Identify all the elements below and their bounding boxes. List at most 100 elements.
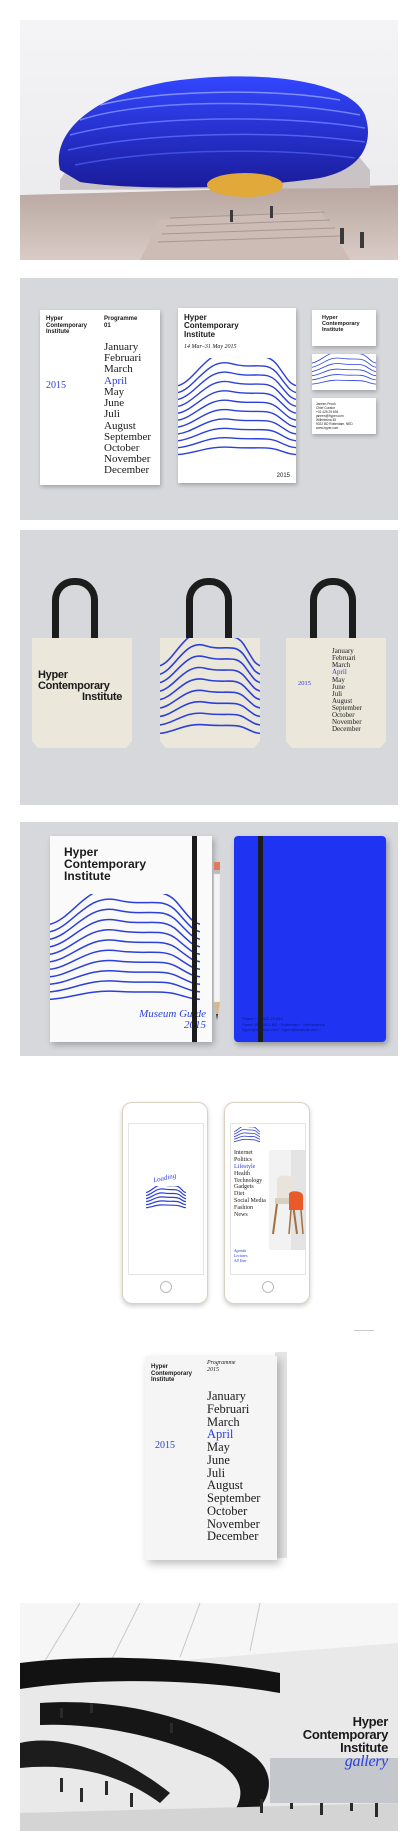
month-item: June	[207, 1452, 230, 1467]
wave-line	[50, 949, 200, 971]
month-item: September	[332, 704, 362, 712]
wave-line	[234, 1127, 260, 1132]
poster-programme: Programme 01	[104, 316, 138, 329]
wave-line	[311, 374, 377, 381]
tablet-menu-item: Health	[234, 1170, 250, 1177]
gallery-signage: Hyper Contemporary Institute gallery	[302, 1714, 389, 1770]
home-button[interactable]	[160, 1281, 172, 1293]
wave-line	[178, 399, 296, 421]
business-card-front: Hyper Contemporary Institute	[312, 310, 376, 346]
wave-line	[160, 689, 260, 709]
month-item: April	[207, 1427, 234, 1442]
tote-wave-graphic	[160, 638, 260, 735]
chair-photo	[269, 1150, 305, 1250]
month-item: Februari	[332, 654, 356, 663]
month-item: April	[332, 668, 347, 677]
month-item: January	[104, 341, 139, 353]
business-card-pattern	[311, 352, 377, 390]
wave-line	[50, 959, 200, 978]
card-wave-graphic	[311, 352, 377, 385]
gallery-photo-panel: Hyper Contemporary Institute gallery	[20, 1603, 398, 1831]
home-button[interactable]	[262, 1281, 274, 1293]
tablet-menu-item: Lifestyle	[234, 1163, 256, 1170]
wave-lines-graphic	[178, 358, 296, 456]
month-item: March	[104, 363, 133, 376]
wave-line	[234, 1135, 260, 1140]
tablet-menu-item: Internet	[234, 1150, 253, 1156]
month-item: May	[207, 1440, 230, 1454]
tablet-menu-item: Diet	[234, 1191, 245, 1198]
blue-notebook: Phone +31 425 29 694 Street 45 · 9022 BD…	[234, 836, 386, 1042]
bag-handle-right	[310, 578, 356, 653]
month-item: September	[104, 430, 152, 443]
tablet-menu-item: Politics	[234, 1156, 253, 1163]
notebooks-panel: Hyper Contemporary Institute Museum Guid…	[20, 822, 398, 1056]
tablet-footer-item[interactable]: All Year	[234, 1258, 247, 1263]
wave-line	[160, 643, 260, 675]
wave-line	[160, 666, 260, 692]
tablet-footer-item[interactable]: Lectures	[234, 1253, 248, 1258]
month-item: Juli	[104, 408, 120, 421]
wave-line	[178, 408, 296, 428]
wave-line	[146, 1196, 186, 1203]
gallery-interior-illustration	[20, 1603, 398, 1831]
wave-line	[178, 427, 296, 442]
programme-poster: Hyper Contemporary Institute Programme 0…	[40, 310, 160, 485]
wave-line	[311, 357, 377, 368]
month-item: Juli	[332, 689, 343, 698]
building-photo-panel	[20, 20, 398, 260]
wave-line	[146, 1204, 186, 1209]
wave-line	[160, 655, 260, 684]
wave-line	[160, 638, 260, 667]
wave-line	[146, 1188, 186, 1197]
book-panel: Hyper Contemporary Institute Programme 2…	[20, 1350, 398, 1572]
month-item: Februari	[207, 1401, 250, 1416]
wave-line	[178, 437, 296, 449]
wave-line	[234, 1132, 260, 1138]
divider-line	[354, 1330, 374, 1331]
wave-poster-dates: 14 Mar–31 May 2015	[184, 344, 237, 350]
blue-building-illustration	[20, 20, 398, 260]
wave-line	[50, 918, 200, 948]
month-item: November	[207, 1516, 260, 1531]
month-item: May	[332, 675, 345, 684]
wave-line	[50, 939, 200, 963]
month-item: August	[207, 1478, 244, 1493]
wave-line	[234, 1129, 260, 1135]
bag-handle-middle	[186, 578, 232, 653]
month-item: January	[207, 1389, 246, 1403]
bag-handle-left	[52, 578, 98, 653]
wave-line	[50, 894, 200, 925]
month-item: August	[332, 696, 353, 705]
tablet-menu-item: Fashion	[234, 1205, 254, 1212]
pencil-icon	[213, 862, 221, 1020]
month-item: December	[332, 725, 361, 734]
tablet-footer-item[interactable]: Agenda	[234, 1248, 247, 1253]
month-item: September	[207, 1491, 261, 1505]
wave-line	[146, 1186, 186, 1194]
wave-poster-brand: Hyper Contemporary Institute	[184, 313, 239, 339]
wave-line	[50, 908, 200, 940]
month-item: April	[104, 374, 128, 387]
wave-poster-year: 2015	[276, 473, 290, 479]
month-item: March	[332, 661, 351, 670]
wave-line	[178, 446, 296, 456]
wave-line	[160, 723, 260, 735]
wave-line	[50, 980, 200, 993]
wave-line	[178, 380, 296, 408]
month-item: October	[207, 1503, 248, 1518]
tablet-menu-item: Technology	[234, 1177, 263, 1184]
programme-book: Hyper Contemporary Institute Programme 2…	[145, 1356, 277, 1560]
wave-line	[146, 1192, 186, 1200]
month-item: Februari	[104, 352, 142, 365]
month-item: August	[104, 419, 136, 432]
wave-line	[178, 361, 296, 394]
wave-line	[311, 363, 377, 372]
wave-line	[178, 418, 296, 435]
wave-line	[178, 358, 296, 387]
month-item: Juli	[207, 1465, 226, 1480]
month-item: June	[104, 397, 125, 410]
tablet-menu-item: News	[234, 1212, 248, 1219]
